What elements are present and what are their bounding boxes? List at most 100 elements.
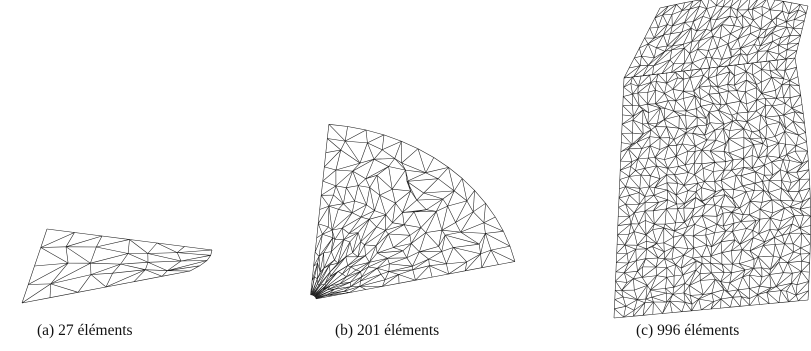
mesh-edge-c (684, 6, 700, 23)
mesh-edge-b (462, 178, 475, 191)
mesh-edge-c (649, 136, 661, 139)
mesh-edge-c (680, 62, 685, 72)
mesh-edge-c (704, 129, 715, 136)
mesh-edge-b (360, 219, 370, 242)
mesh-edge-c (756, 104, 766, 112)
mesh-edge-b (365, 255, 370, 263)
mesh-edge-c (720, 230, 727, 242)
mesh-edge-c (769, 212, 773, 219)
mesh-edge-c (641, 277, 648, 286)
mesh-edge-c (750, 33, 759, 39)
mesh-edge-c (694, 204, 706, 209)
mesh-edge-c (779, 154, 787, 158)
mesh-edge-c (796, 163, 803, 173)
mesh-edge-c (767, 44, 779, 52)
mesh-edge-c (701, 149, 716, 163)
mesh-edge-b (342, 216, 362, 229)
mesh-edge-c (720, 33, 731, 39)
mesh-edge-c (751, 144, 754, 156)
mesh-edge-b (359, 142, 368, 164)
mesh-edge-c (737, 289, 750, 299)
mesh-edge-c (789, 67, 797, 81)
mesh-edge-c (680, 268, 684, 275)
mesh-edge-c (638, 192, 646, 197)
mesh-edge-b (483, 222, 486, 234)
mesh-edge-b (377, 263, 390, 269)
mesh-edge-c (779, 143, 786, 158)
mesh-edge-c (786, 26, 791, 36)
mesh-edge-c (676, 143, 683, 146)
mesh-edge-c (769, 1, 784, 11)
mesh-edge-b (361, 266, 369, 278)
mesh-edge-c (761, 0, 767, 7)
mesh-edge-c (778, 35, 791, 46)
mesh-edge-b (323, 251, 332, 254)
mesh-edge-c (658, 199, 668, 203)
mesh-edge-b (388, 158, 395, 167)
mesh-edge-c (784, 131, 797, 146)
mesh-edge-c (707, 66, 719, 79)
mesh-edge-c (648, 51, 666, 66)
mesh-edge-c (708, 112, 711, 123)
mesh-edge-c (666, 174, 678, 184)
mesh-edge-c (727, 75, 735, 85)
mesh-edge-c (623, 76, 633, 88)
mesh-edge-c (784, 131, 786, 145)
mesh-edge-a (46, 228, 75, 233)
mesh-edge-c (672, 89, 677, 101)
mesh-edge-c (644, 157, 649, 169)
mesh-edge-b (340, 271, 361, 284)
mesh-edge-c (642, 123, 644, 135)
mesh-edge-c (629, 212, 635, 217)
mesh-edge-c (759, 199, 773, 210)
mesh-edge-c (697, 116, 707, 126)
mesh-edge-c (716, 0, 718, 6)
mesh-edge-b (402, 190, 411, 213)
mesh-edge-c (633, 223, 639, 232)
mesh-edge-c (732, 228, 747, 232)
mesh-edge-c (714, 181, 716, 192)
mesh-edge-c (632, 94, 640, 107)
mesh-edge-c (619, 186, 626, 190)
mesh-edge-c (663, 242, 674, 248)
mesh-edge-c (645, 220, 647, 235)
mesh-edge-c (740, 100, 747, 105)
mesh-edge-c (685, 125, 698, 134)
mesh-edge-c (642, 74, 653, 77)
mesh-edge-c (659, 174, 667, 179)
mesh-edge-c (626, 253, 629, 264)
mesh-edge-c (687, 190, 697, 192)
mesh-edge-c (702, 168, 705, 182)
mesh-edge-a (90, 253, 129, 264)
mesh-edge-b (328, 205, 339, 210)
mesh-edge-c (706, 244, 712, 248)
mesh-edge-c (725, 90, 729, 104)
mesh-edge-c (768, 192, 773, 200)
mesh-edge-c (792, 271, 802, 274)
mesh-edge-c (691, 208, 695, 218)
mesh-edge-c (675, 71, 684, 80)
mesh-edge-c (710, 307, 721, 310)
mesh-edge-c (722, 212, 732, 227)
mesh-edge-c (749, 237, 754, 251)
mesh-edge-c (624, 262, 629, 273)
mesh-edge-c (740, 101, 749, 113)
mesh-edge-c (623, 67, 630, 79)
mesh-edge-c (715, 6, 724, 21)
mesh-edge-b (415, 276, 433, 281)
mesh-edge-c (799, 206, 811, 210)
mesh-edge-c (666, 292, 673, 295)
mesh-edge-b (453, 247, 468, 263)
mesh-edge-c (656, 165, 667, 176)
mesh-edge-c (791, 107, 804, 115)
mesh-edge-c (654, 145, 669, 158)
mesh-edge-b (325, 149, 341, 153)
mesh-edge-c (723, 222, 735, 227)
mesh-edge-c (664, 45, 673, 52)
mesh-edge-c (721, 250, 732, 253)
mesh-edge-c (638, 82, 651, 87)
mesh-edge-c (684, 216, 692, 223)
mesh-edge-b (314, 285, 331, 297)
mesh-edge-c (717, 71, 731, 88)
mesh-edge-c (792, 121, 799, 136)
